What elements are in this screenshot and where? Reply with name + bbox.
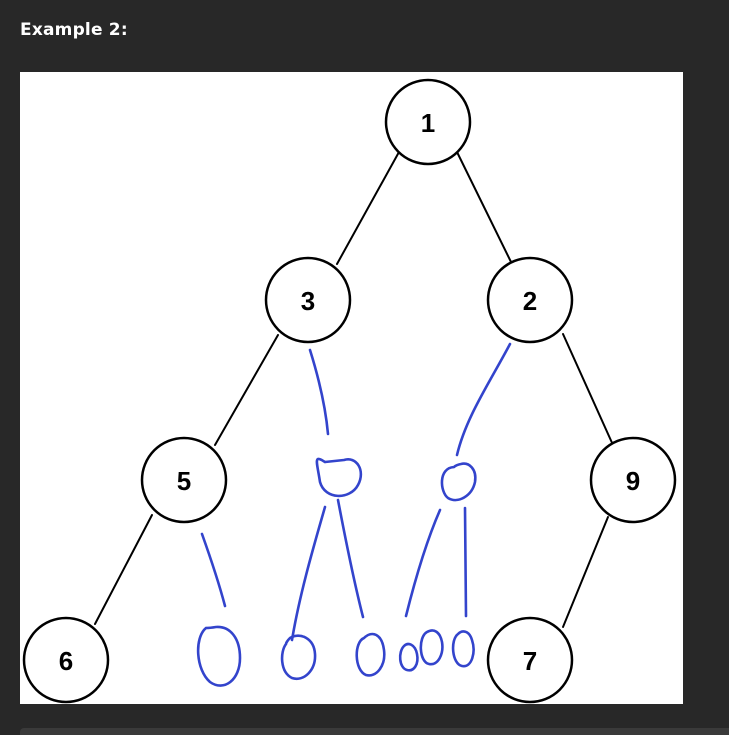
node-label: 1 [421, 108, 435, 138]
node-circle [384, 78, 472, 166]
node-label: 3 [301, 286, 315, 316]
next-panel-edge [20, 728, 729, 735]
annotation-null-node [451, 630, 475, 668]
node-n6: 6 [22, 616, 110, 704]
annotation-stroke [200, 532, 227, 608]
annotation-null-node [315, 457, 363, 498]
edge-n1-n3 [336, 151, 400, 265]
annotation-stroke [290, 505, 327, 642]
annotation-null-node [440, 462, 477, 502]
annotation-stroke [404, 508, 442, 618]
annotation-null-node [196, 625, 242, 687]
node-circle [264, 256, 352, 344]
tree-edges [94, 151, 614, 628]
annotation-null-node [419, 629, 444, 666]
node-n1: 1 [384, 78, 472, 166]
node-circle [486, 616, 574, 704]
node-label: 6 [59, 646, 73, 676]
node-n2: 2 [486, 256, 574, 344]
node-label: 5 [177, 466, 191, 496]
node-n9: 9 [589, 436, 677, 524]
edge-n5-n6 [94, 514, 153, 625]
node-circle [140, 436, 228, 524]
tree-figure: 1 3 2 5 9 6 7 [20, 72, 683, 704]
node-circle [589, 436, 677, 524]
edge-n2-n9 [562, 333, 614, 446]
node-circle [22, 616, 110, 704]
node-n7: 7 [486, 616, 574, 704]
node-n3: 3 [264, 256, 352, 344]
node-label: 2 [523, 286, 537, 316]
annotation-null-node [280, 634, 317, 681]
edge-n3-n5 [214, 334, 279, 446]
annotation-null-node [398, 642, 419, 672]
annotation-stroke [463, 506, 468, 618]
node-circle [486, 256, 574, 344]
handwritten-annotation [196, 342, 512, 687]
annotation-stroke [308, 348, 330, 436]
node-n5: 5 [140, 436, 228, 524]
node-label: 7 [523, 646, 537, 676]
edge-n9-n7 [562, 516, 609, 628]
node-label: 9 [626, 466, 640, 496]
binary-tree-diagram: 1 3 2 5 9 6 7 [22, 78, 677, 704]
edge-n1-n2 [456, 151, 513, 265]
annotation-null-node [355, 632, 386, 677]
example-heading: Example 2: [20, 20, 128, 40]
annotation-stroke [455, 342, 512, 457]
annotation-stroke [336, 498, 365, 619]
